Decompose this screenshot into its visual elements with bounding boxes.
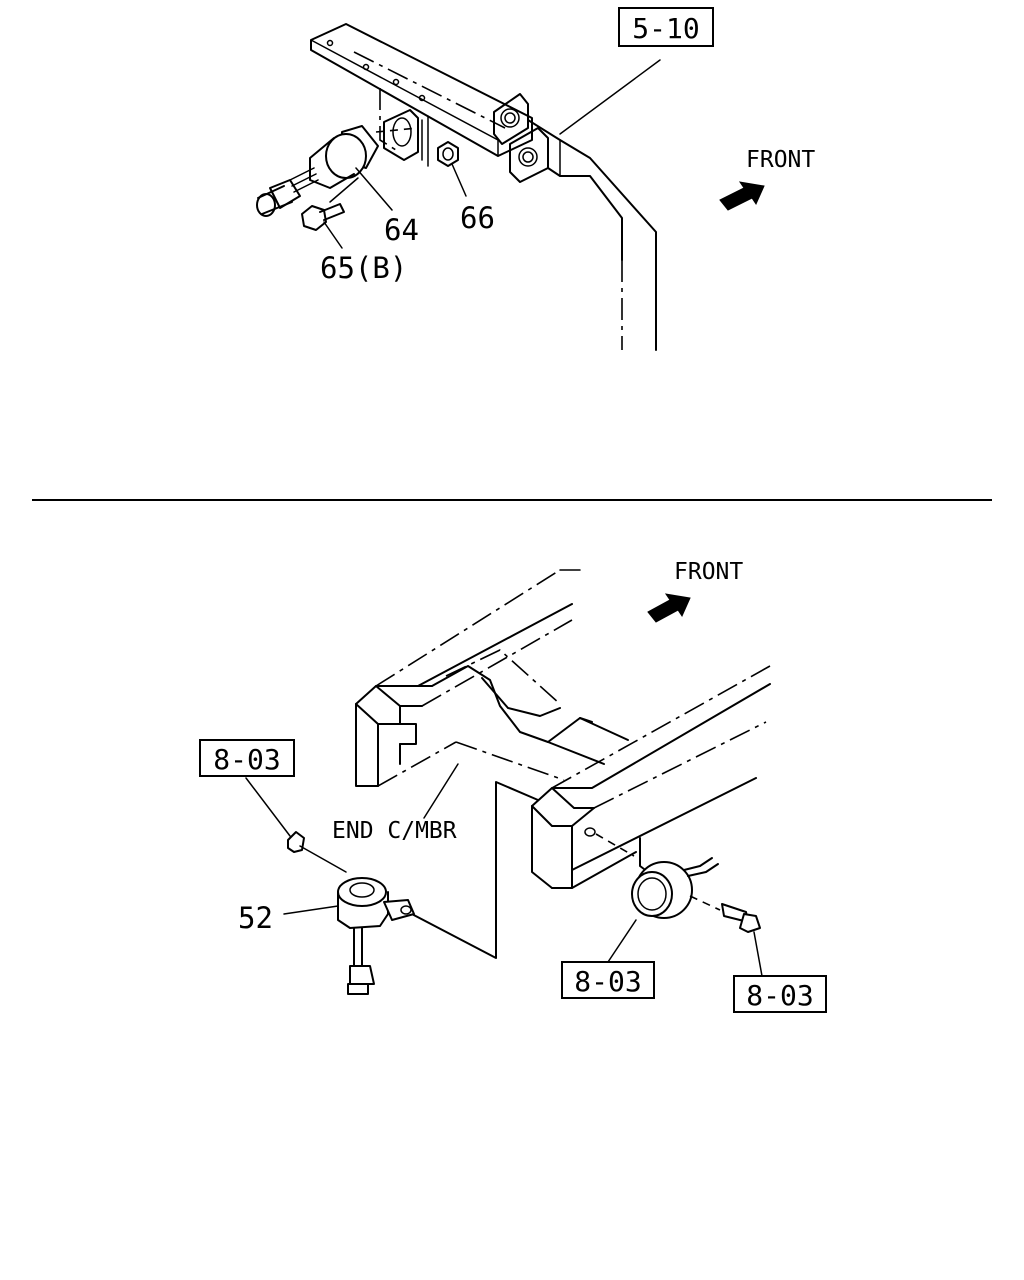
front-arrow-icon-bottom (647, 593, 691, 623)
part-label-52: 52 (238, 901, 273, 935)
front-arrow-icon (719, 181, 765, 211)
end-cross-member-label: END C/MBR (332, 818, 457, 844)
part-label-64: 64 (384, 213, 419, 247)
sensor-assembly-52 (283, 831, 415, 995)
part-label-66: 66 (460, 201, 495, 235)
front-label-bottom: FRONT (674, 559, 743, 585)
ref-box-8-03-center-label: 8-03 (574, 965, 641, 998)
ref-box-5-10-label: 5-10 (632, 12, 699, 45)
ref-box-8-03-right-label: 8-03 (746, 979, 813, 1012)
switch-assembly-64 (256, 88, 419, 217)
top-view: 5-10 64 66 65(B) FRONT (256, 7, 815, 351)
ref-box-5-10 (618, 7, 714, 47)
ref-box-8-03-right (733, 975, 827, 1013)
frame-rail-right (531, 665, 771, 889)
front-label-top: FRONT (746, 147, 815, 173)
bottom-view: FRONT (199, 559, 827, 1013)
part-label-65b: 65(B) (320, 251, 407, 285)
bracket-plate (310, 23, 533, 157)
frame-member (493, 93, 657, 351)
ref-box-8-03-left (199, 739, 295, 777)
ref-box-8-03-center (561, 961, 655, 999)
horn-assembly (245, 777, 763, 977)
cross-member (431, 649, 629, 781)
frame-rail-left (355, 569, 581, 787)
ref-box-8-03-left-label: 8-03 (213, 743, 280, 776)
bolt-65 (301, 203, 345, 231)
nut-66 (421, 115, 459, 167)
